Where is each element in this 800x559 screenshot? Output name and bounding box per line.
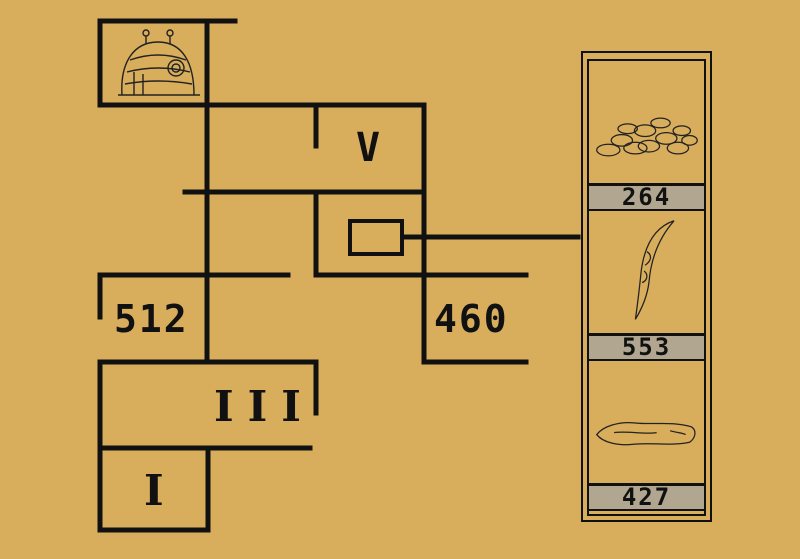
inventory-slot[interactable]: 427	[589, 361, 704, 511]
slot-count: 553	[589, 333, 704, 361]
slot-count: 264	[589, 183, 704, 211]
room-i-label[interactable]: I	[144, 466, 164, 515]
inventory-slot[interactable]: 553	[589, 211, 704, 361]
feather-quill-icon	[634, 220, 675, 320]
inventory-slot[interactable]: 264	[589, 61, 704, 211]
inventory-frame: 264 553 427	[587, 59, 706, 516]
room-460-label[interactable]: 460	[434, 297, 509, 341]
slot-count: 427	[589, 483, 704, 511]
room-iii-label[interactable]: III	[214, 382, 315, 431]
selected-room-marker[interactable]	[348, 219, 404, 256]
inventory-panel: 264 553 427	[581, 51, 712, 522]
stones-icon	[596, 117, 698, 157]
room-v-label[interactable]: V	[356, 125, 381, 171]
domed-building-icon[interactable]	[118, 29, 200, 96]
cloth-hide-icon	[595, 421, 696, 446]
room-512-label[interactable]: 512	[114, 297, 189, 341]
